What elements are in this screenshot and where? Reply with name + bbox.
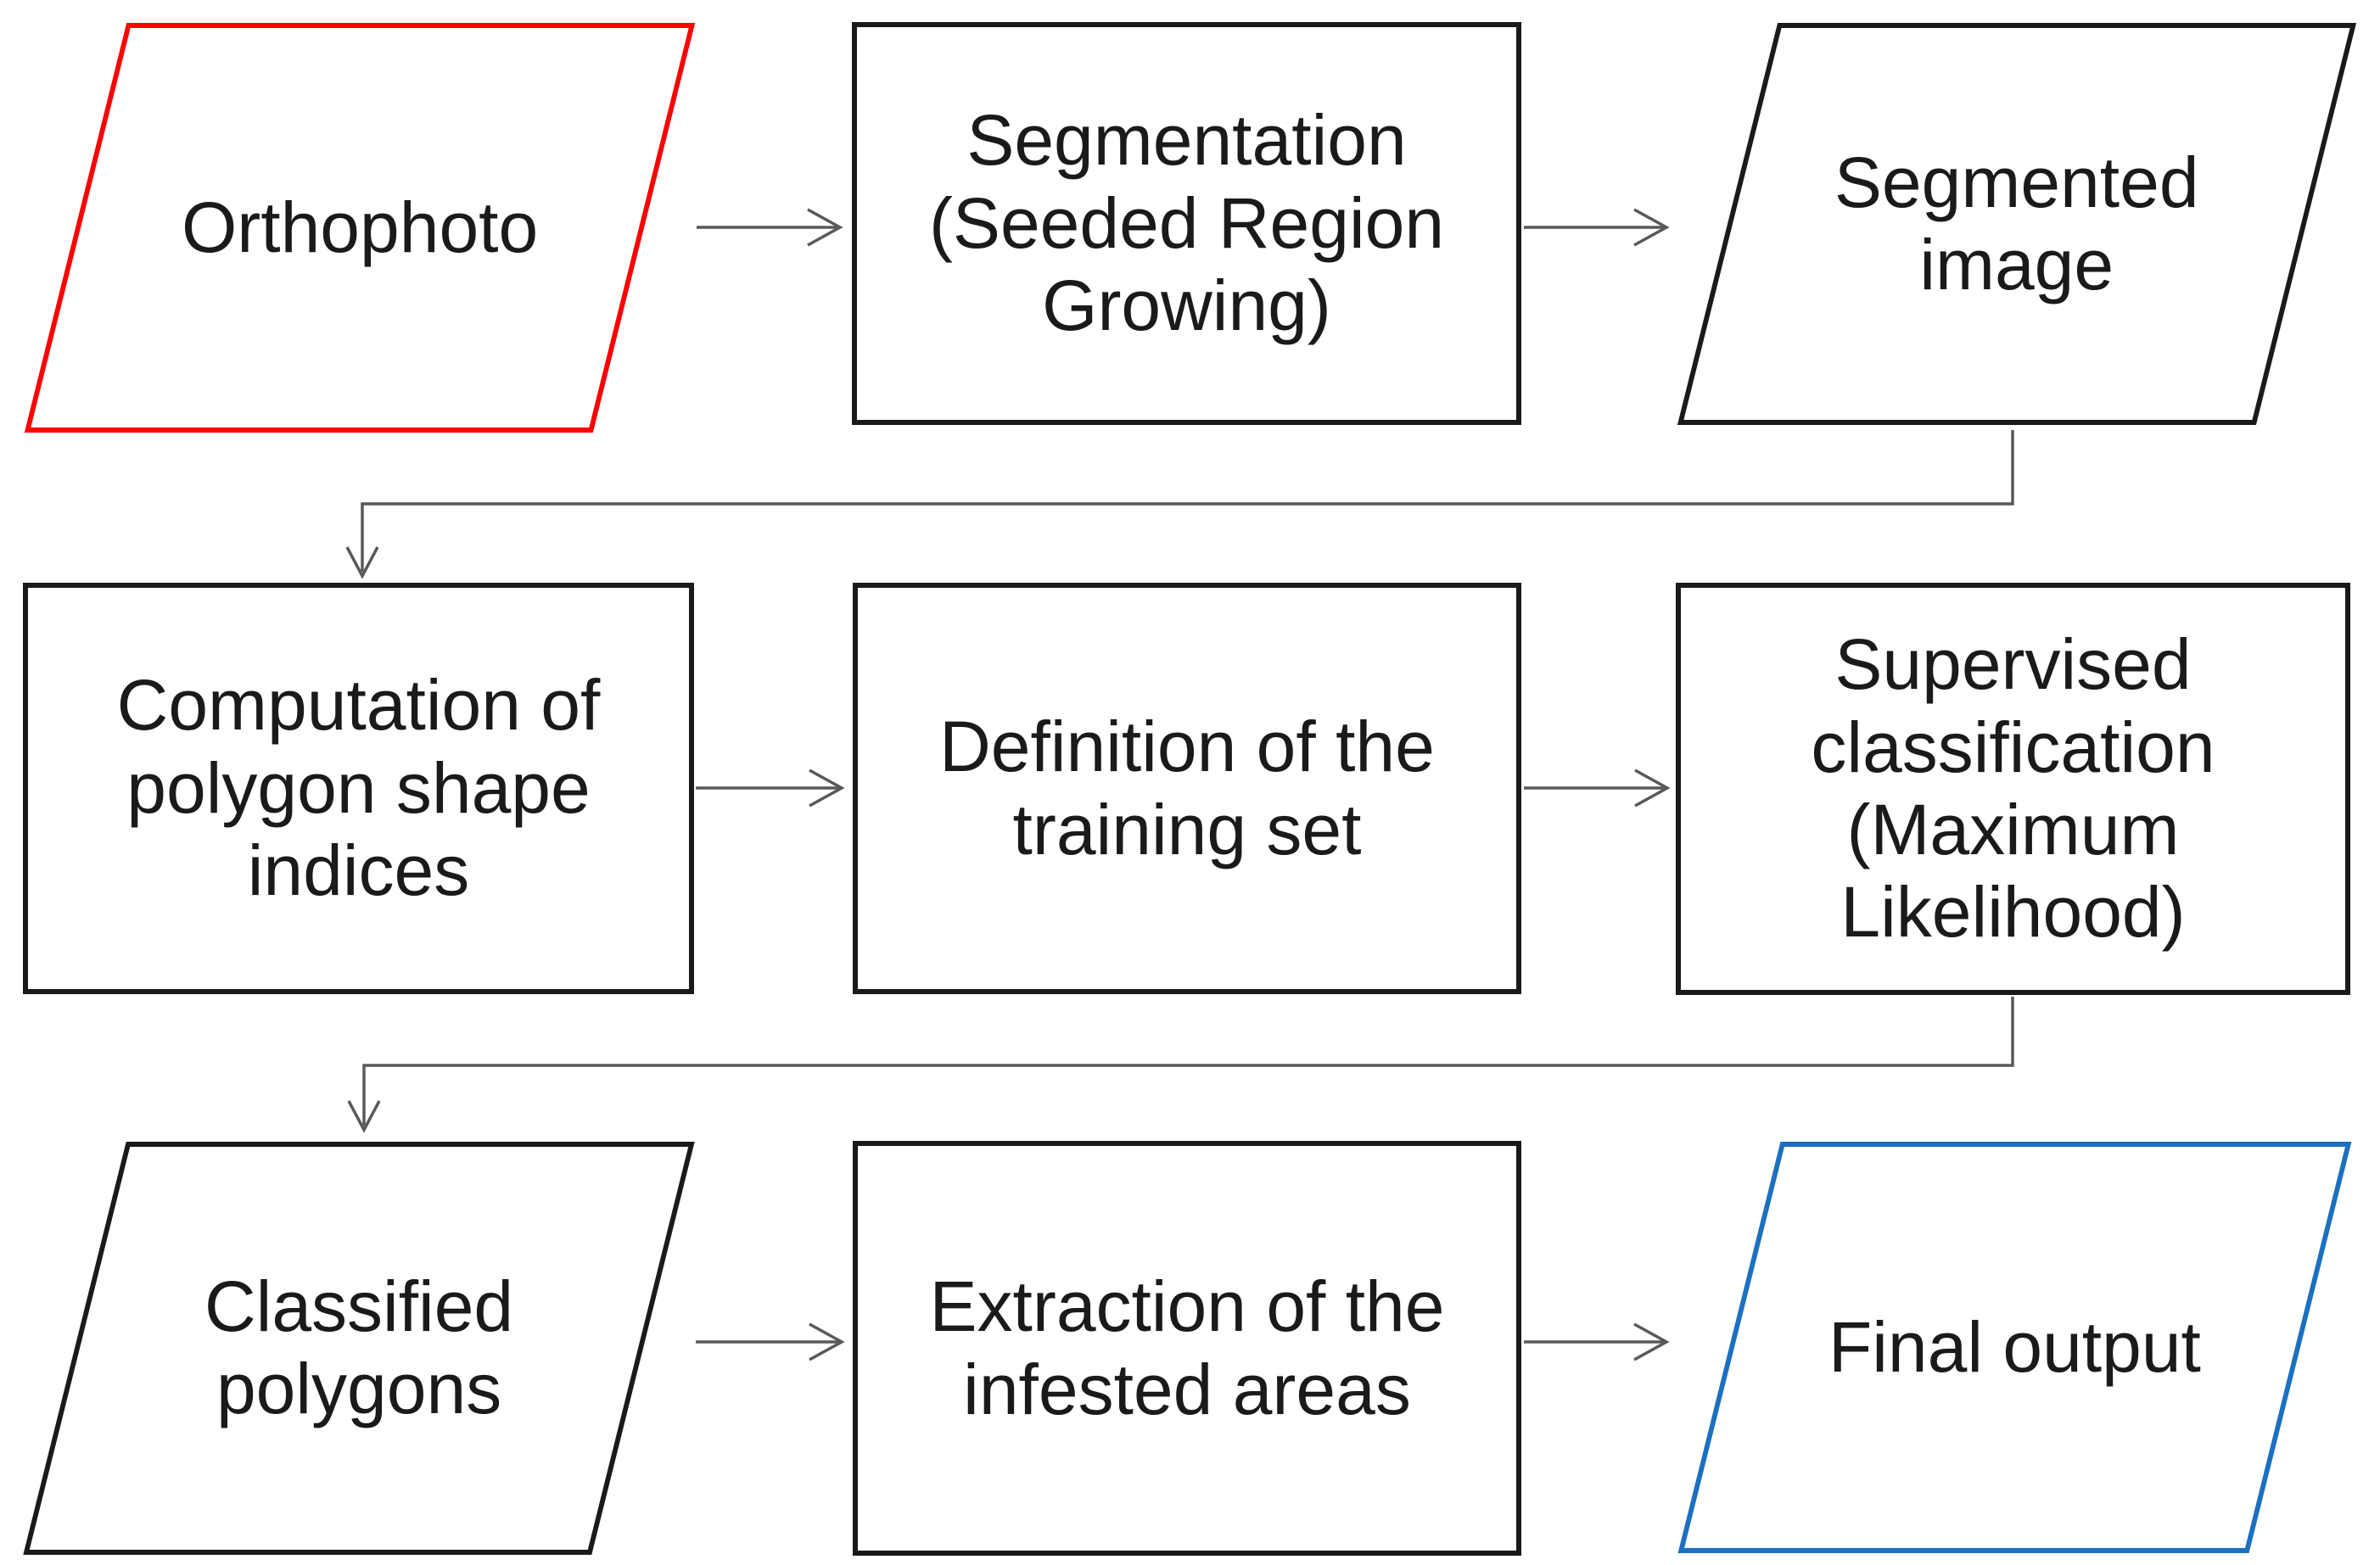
node-orthophoto: Orthophoto [24, 23, 696, 433]
node-final-output-label: Final output [1828, 1306, 2201, 1387]
node-training-set: Definition of the training set [853, 583, 1521, 994]
node-supervised-classification-label: Supervised classification (Maximum Likel… [1811, 624, 2215, 953]
node-classified-polygons: Classified polygons [23, 1142, 695, 1555]
arrow-computation-to-training-set [696, 769, 845, 808]
elbow-segmented-image-to-computation [345, 430, 2014, 579]
node-extraction: Extraction of the infested areas [853, 1141, 1521, 1556]
node-segmentation-label: Segmentation (Seeded Region Growing) [928, 100, 1445, 346]
arrow-orthophoto-to-segmentation [697, 208, 843, 247]
node-training-set-label: Definition of the training set [939, 707, 1435, 869]
node-segmented-image: Segmented image [1677, 23, 2357, 425]
node-orthophoto-label: Orthophoto [181, 187, 539, 267]
node-final-output: Final output [1677, 1142, 2352, 1553]
arrow-classified-polygons-to-extraction [696, 1322, 845, 1361]
node-extraction-label: Extraction of the infested areas [929, 1266, 1445, 1429]
node-computation: Computation of polygon shape indices [23, 583, 694, 994]
node-segmentation: Segmentation (Seeded Region Growing) [852, 22, 1521, 425]
arrow-segmentation-to-segmented-image [1524, 208, 1670, 247]
node-segmented-image-label: Segmented image [1834, 142, 2199, 305]
node-computation-label: Computation of polygon shape indices [116, 665, 601, 911]
arrow-extraction-to-final-output [1524, 1322, 1670, 1361]
node-classified-polygons-label: Classified polygons [204, 1266, 514, 1429]
node-supervised-classification: Supervised classification (Maximum Likel… [1676, 583, 2350, 995]
arrow-training-set-to-supervised-classification [1524, 769, 1671, 808]
elbow-supervised-classification-to-classified-polygons [347, 997, 2014, 1133]
